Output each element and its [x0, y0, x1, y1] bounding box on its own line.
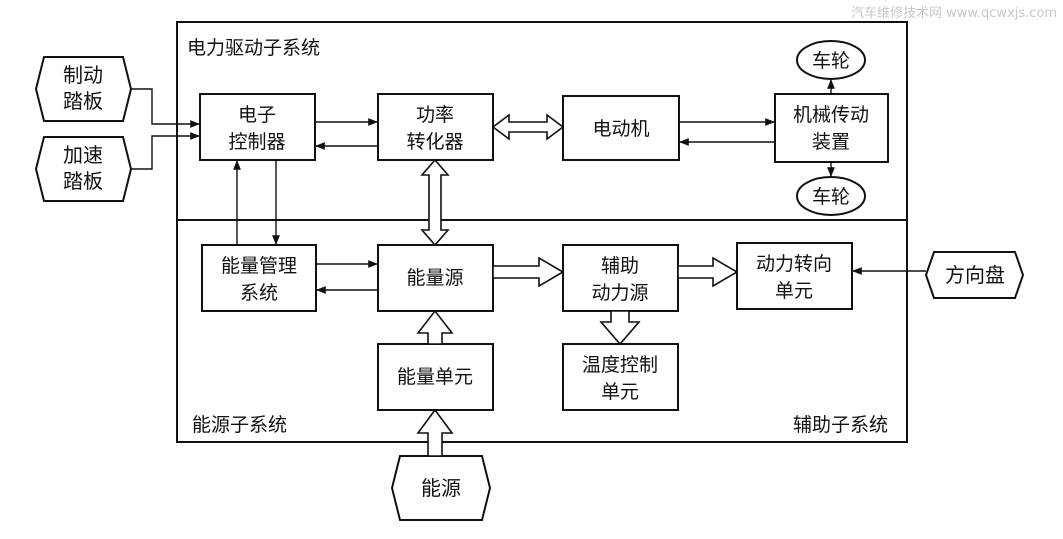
energy-unit-block: 能量单元 — [377, 343, 494, 411]
power-steering-line1: 动力转向 — [756, 253, 832, 275]
transmission-block: 机械传动 装置 — [774, 93, 889, 163]
power-steering-block: 动力转向 单元 — [736, 242, 853, 310]
energy-input: 能源 — [390, 455, 492, 521]
accel-pedal-line1: 加速 — [63, 143, 103, 167]
ecu-block: 电子 控制器 — [199, 93, 316, 161]
brake-to-ecu-arrow — [131, 88, 200, 128]
ecu-line1: 电子 — [238, 104, 276, 126]
aux-power-line2: 动力源 — [591, 282, 648, 304]
motor-label: 电动机 — [592, 118, 649, 140]
wheel-bottom: 车轮 — [796, 176, 866, 216]
steering-wheel-input: 方向盘 — [924, 251, 1025, 299]
temp-control-block: 温度控制 单元 — [562, 343, 679, 411]
aux-to-steering-arrow — [677, 256, 739, 288]
watermark: 汽车维修技术网 www.qcwxjs.com — [851, 6, 1057, 21]
motor-block: 电动机 — [562, 95, 680, 161]
temp-control-line1: 温度控制 — [582, 354, 658, 376]
power-steering-line2: 单元 — [775, 280, 813, 302]
converter-line1: 功率 — [416, 104, 454, 126]
ems-line1: 能量管理 — [221, 255, 297, 277]
subsystem-frame — [176, 21, 908, 443]
energy-to-unit-arrow — [416, 408, 454, 457]
ecu-line2: 控制器 — [228, 131, 285, 153]
region-drive-label: 电力驱动子系统 — [187, 37, 320, 59]
converter-source-double-arrow — [420, 158, 450, 247]
ems-line2: 系统 — [240, 282, 278, 304]
brake-pedal-input: 制动 踏板 — [34, 56, 133, 122]
region-aux-label: 辅助子系统 — [793, 414, 888, 436]
temp-control-line2: 单元 — [601, 381, 639, 403]
accel-to-ecu-arrow — [131, 132, 200, 170]
aux-power-line1: 辅助 — [601, 255, 639, 277]
wheel-top: 车轮 — [796, 40, 866, 80]
energy-source-block: 能量源 — [377, 244, 494, 312]
aux-power-block: 辅助 动力源 — [562, 244, 679, 312]
unit-to-source-arrow — [416, 309, 454, 345]
source-to-aux-arrow — [492, 256, 565, 288]
transmission-line2: 装置 — [812, 131, 850, 153]
ems-block: 能量管理 系统 — [201, 244, 317, 312]
energy-source-label: 能量源 — [406, 267, 463, 289]
brake-pedal-line1: 制动 — [63, 63, 103, 87]
region-energy-label: 能源子系统 — [192, 414, 287, 436]
converter-line2: 转化器 — [406, 131, 463, 153]
aux-to-temp-arrow — [599, 310, 641, 346]
wheel-bottom-label: 车轮 — [812, 186, 850, 208]
converter-motor-double-arrow — [491, 113, 565, 141]
accel-pedal-input: 加速 踏板 — [34, 136, 133, 202]
energy-unit-label: 能量单元 — [397, 366, 473, 388]
brake-pedal-line2: 踏板 — [63, 89, 103, 113]
transmission-line1: 机械传动 — [793, 104, 869, 126]
converter-block: 功率 转化器 — [377, 93, 494, 161]
wheel-top-label: 车轮 — [812, 50, 850, 72]
energy-input-label: 能源 — [421, 476, 461, 500]
steering-wheel-label: 方向盘 — [945, 263, 1005, 287]
accel-pedal-line2: 踏板 — [63, 169, 103, 193]
